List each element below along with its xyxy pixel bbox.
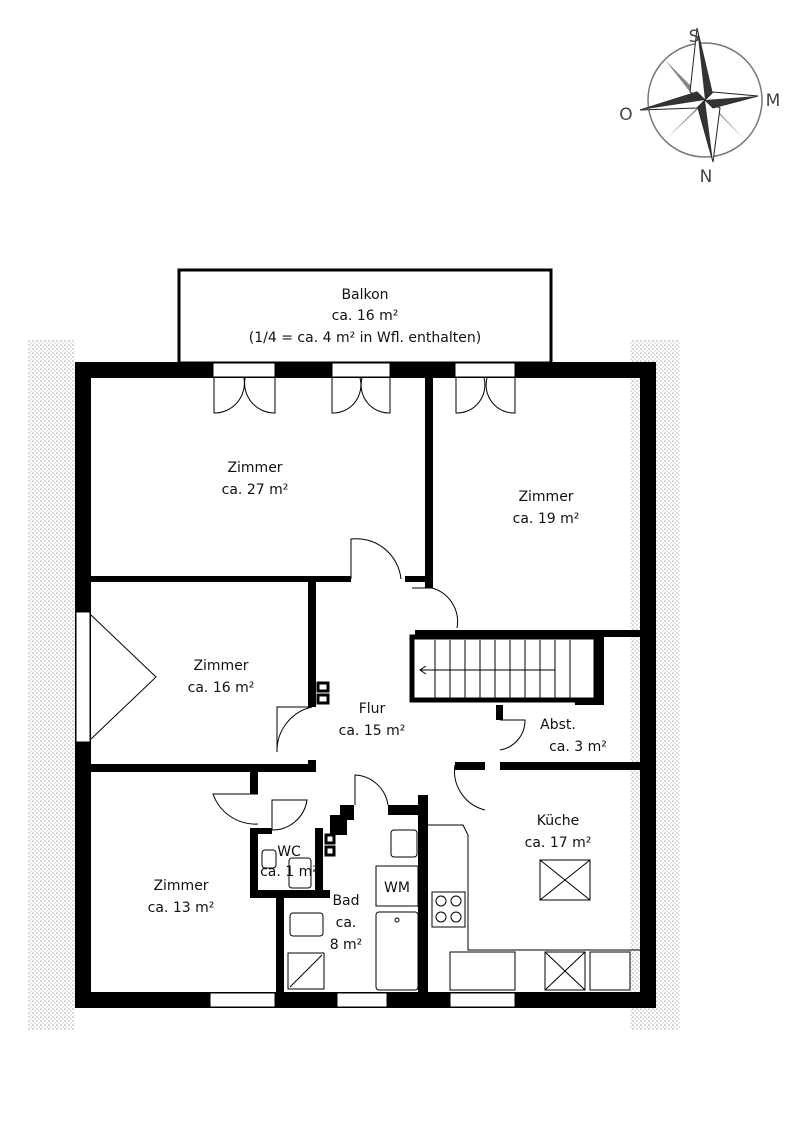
door-swings (90, 377, 526, 831)
labels: Balkon ca. 16 m² (1/4 = ca. 4 m² in Wfl.… (148, 287, 607, 953)
window (454, 362, 516, 378)
balcony (177, 268, 553, 365)
room-name: Flur (359, 701, 386, 717)
balcony-area: ca. 16 m² (332, 308, 399, 324)
room-name: Zimmer (518, 489, 573, 505)
shower-icon (287, 952, 325, 990)
room-area: ca. 27 m² (222, 482, 289, 498)
bath-sink-icon (289, 912, 324, 937)
compass-label-left: O (619, 105, 632, 125)
window (209, 992, 276, 1008)
room-name: Küche (537, 813, 580, 829)
window (75, 611, 91, 743)
window (331, 362, 391, 378)
compass-label-top: S (689, 27, 700, 47)
kitchen-sink-icon (449, 951, 516, 991)
room-area: ca. 15 m² (339, 723, 406, 739)
bathtub-icon (375, 911, 419, 991)
room-area: ca. 3 m² (549, 739, 607, 755)
compass-label-bottom: N (700, 167, 713, 187)
room-name: Zimmer (193, 658, 248, 674)
kitchen-counter (428, 824, 640, 951)
fixtures (261, 824, 640, 991)
balcony-name: Balkon (341, 287, 388, 303)
room-name: Abst. (540, 717, 576, 733)
compass-label-right: M (766, 91, 781, 111)
toilet-icon (288, 857, 312, 889)
neighbor-wall-left (28, 340, 75, 1030)
bad-sink-icon (390, 829, 418, 858)
washer-label: WM (384, 880, 410, 896)
room-area: ca. 17 m² (525, 835, 592, 851)
staircase (409, 634, 599, 703)
room-area: ca. 1 m² (260, 864, 318, 880)
washing-machine (375, 865, 419, 907)
room-area: 8 m² (330, 937, 363, 953)
wc-sink-icon (261, 849, 277, 869)
window (336, 992, 388, 1008)
room-name: WC (277, 844, 301, 860)
room-area: ca. 16 m² (188, 680, 255, 696)
room-area: ca. 13 m² (148, 900, 215, 916)
room-name: Bad (332, 893, 359, 909)
balcony-note: (1/4 = ca. 4 m² in Wfl. enthalten) (249, 330, 481, 346)
room-name: Zimmer (227, 460, 282, 476)
chimney (316, 681, 336, 857)
appliance (589, 951, 631, 991)
room-name: Zimmer (153, 878, 208, 894)
window (449, 992, 516, 1008)
compass-rose-icon: S M N O (619, 27, 780, 187)
appliance (544, 951, 586, 991)
room-area: ca. 19 m² (513, 511, 580, 527)
room-area: ca. (336, 915, 357, 931)
stove-icon (431, 891, 466, 928)
window (212, 362, 276, 378)
kitchen-table (539, 859, 591, 901)
